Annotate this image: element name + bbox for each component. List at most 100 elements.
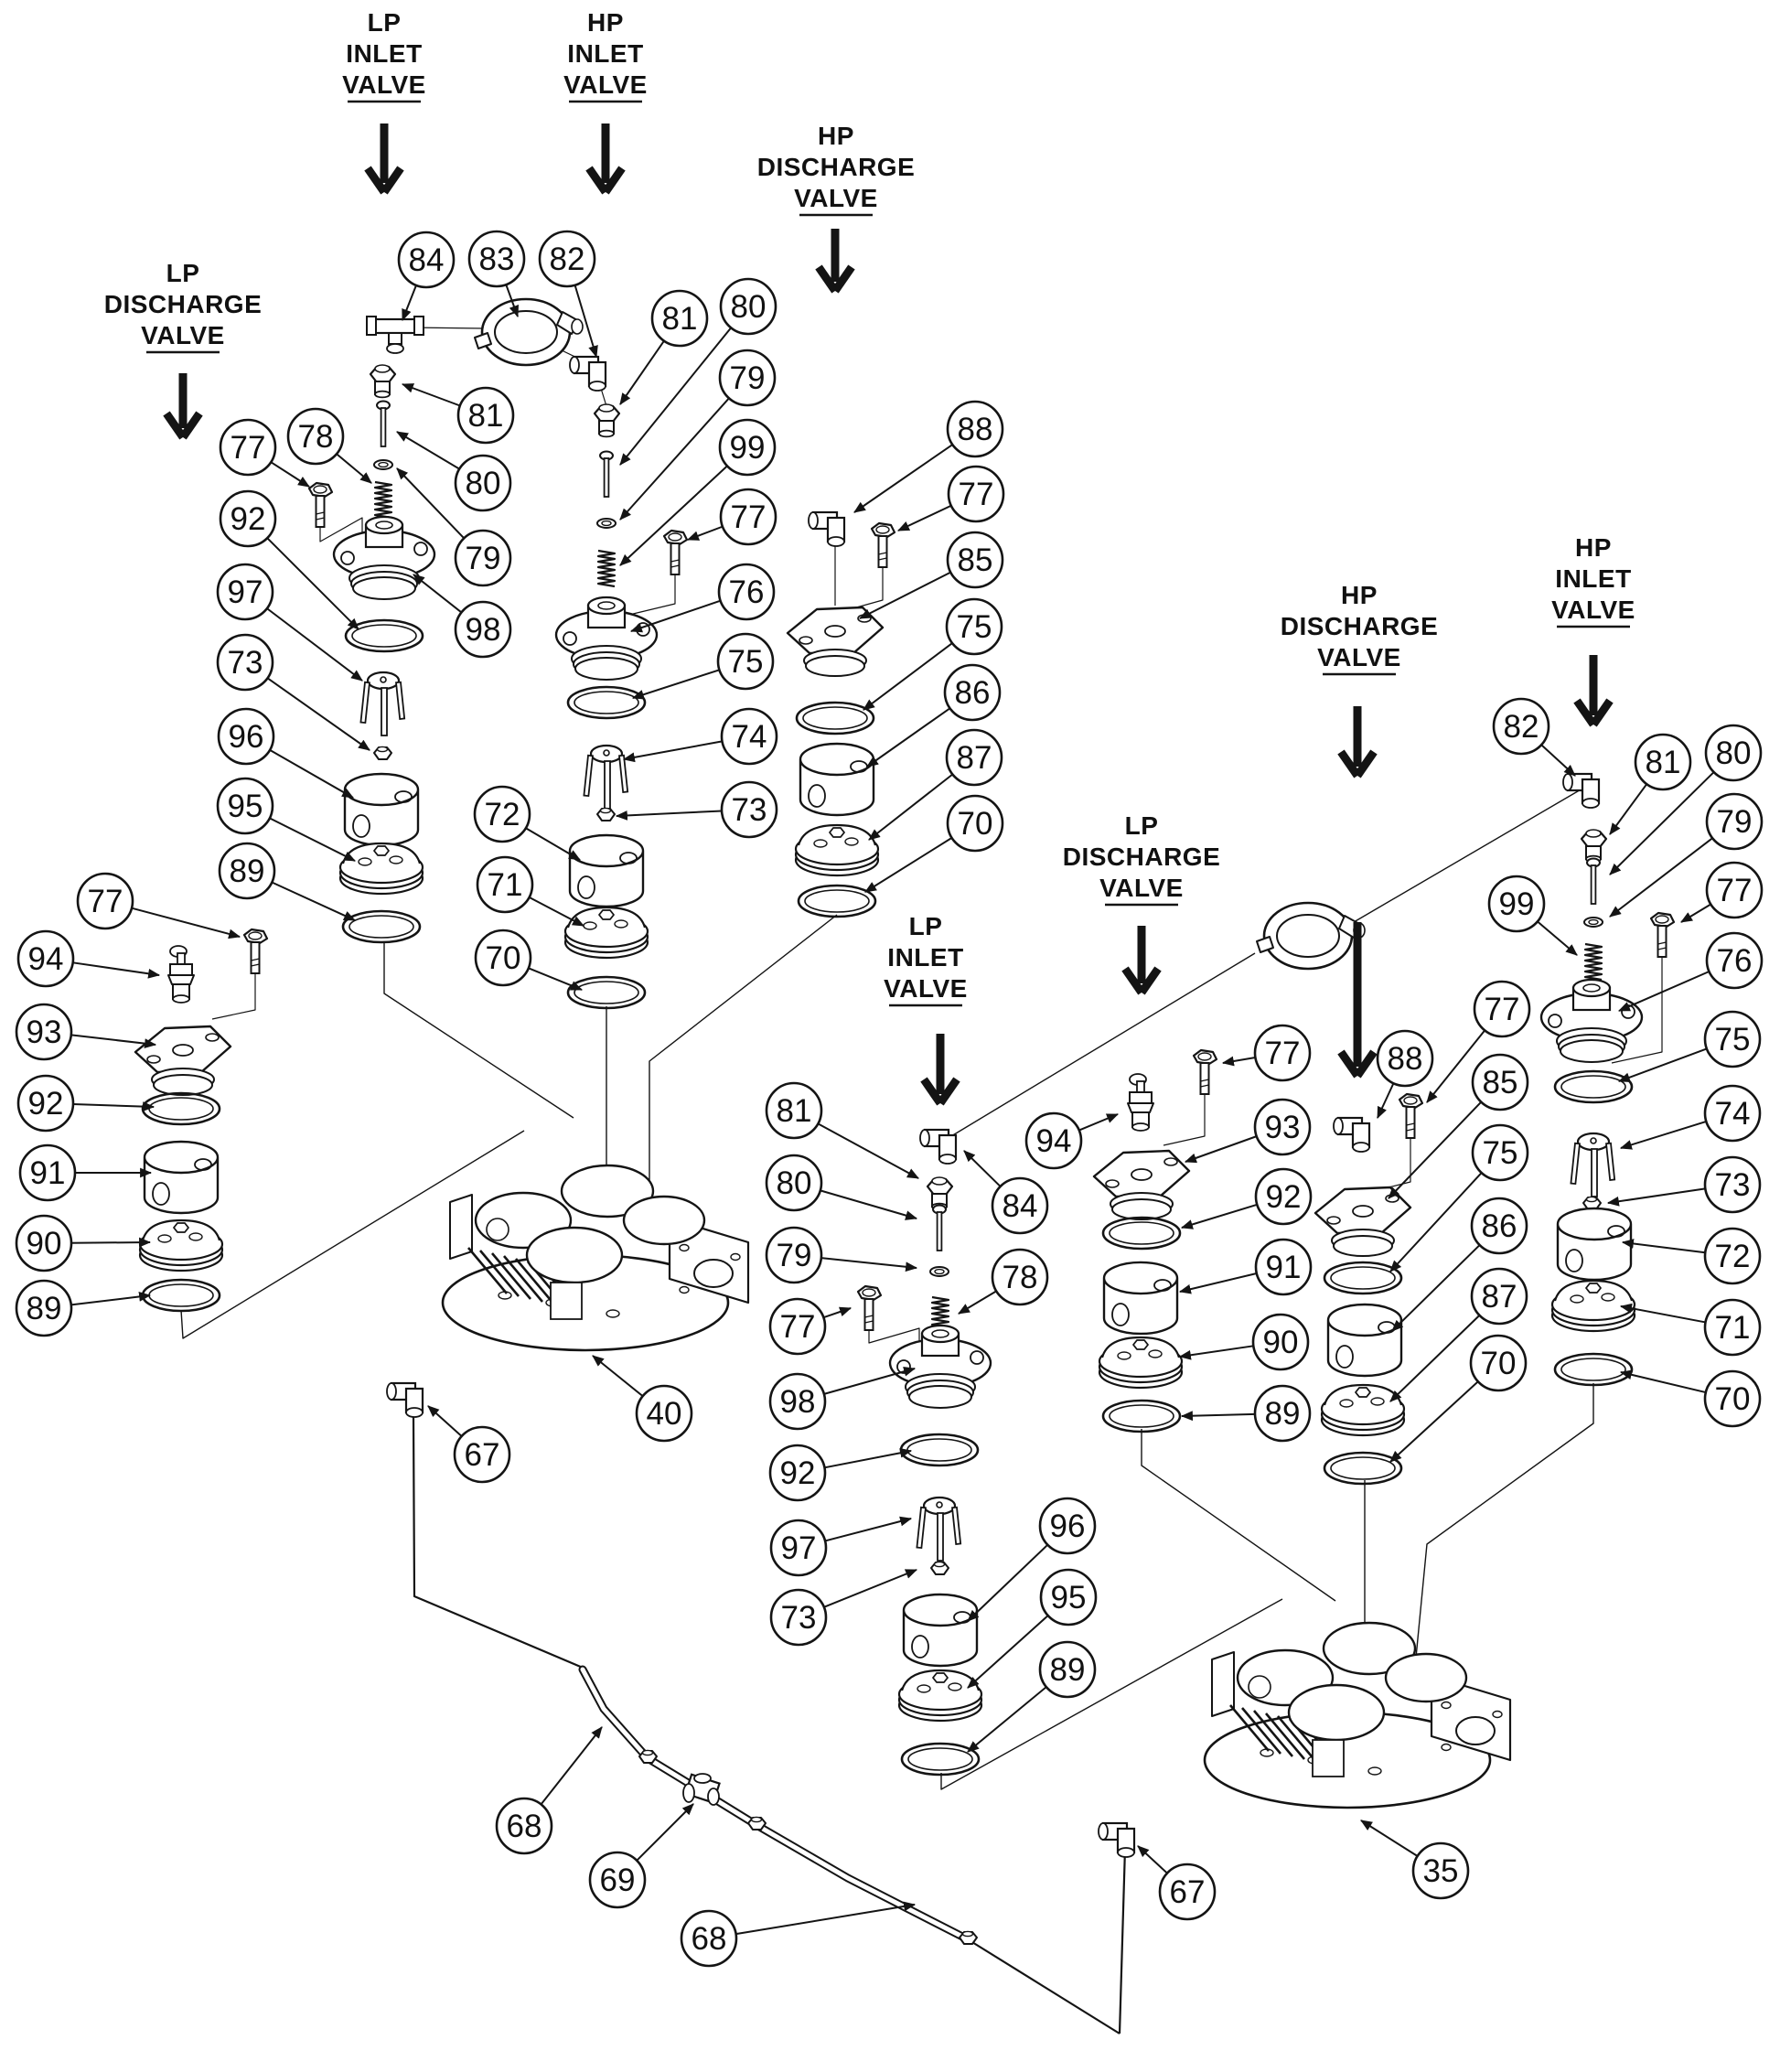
balloon-number: 69 (600, 1863, 636, 1898)
leader-arrow (1377, 1082, 1395, 1119)
callout-balloon: 85 (859, 531, 1004, 619)
ellipse-shape (498, 1291, 512, 1300)
ellipse-shape (641, 1749, 654, 1756)
balloon-circle (1024, 1111, 1083, 1170)
leader-arrow (1540, 744, 1576, 777)
callout-balloon: 92 (16, 1074, 155, 1133)
part-hoseloop (474, 297, 584, 367)
part-pin (376, 400, 391, 447)
poly-shape (932, 1672, 949, 1683)
line (251, 963, 260, 967)
line (1406, 1128, 1415, 1132)
part-pin (932, 1204, 947, 1251)
part-elbow (1562, 772, 1601, 809)
leader-arrow (266, 677, 370, 751)
poly-shape (1353, 788, 1583, 923)
leader-arrow (72, 1101, 155, 1112)
poly-shape (383, 942, 574, 1119)
balloon-circle (718, 418, 777, 477)
poly-shape (1121, 966, 1145, 995)
leader-arrow (1180, 1411, 1256, 1422)
balloon-number: 99 (730, 430, 766, 466)
ellipse-shape (205, 1033, 220, 1042)
leader-arrow (1389, 1380, 1479, 1463)
line (1657, 947, 1667, 950)
ellipse-shape (1553, 1352, 1634, 1387)
balloon-circle (991, 1248, 1049, 1306)
callout-balloon: 77 (76, 872, 241, 939)
ellipse-shape (1585, 1196, 1598, 1203)
balloon-number: 75 (728, 644, 764, 680)
poly-shape (373, 845, 390, 856)
callout-balloon: 74 (1619, 1084, 1762, 1150)
leader-arrow (1617, 1047, 1708, 1082)
balloon-circle (769, 1588, 828, 1647)
ellipse-shape (824, 625, 846, 638)
valve-flow-arrow (920, 1034, 960, 1106)
line (1406, 1122, 1415, 1126)
part-washer (373, 459, 393, 470)
ellipse-shape (586, 596, 627, 616)
leader-arrow (1178, 1345, 1254, 1360)
callout-balloon: 75 (1389, 1123, 1529, 1272)
ellipse-shape (352, 576, 416, 600)
label-line: VALVE (1099, 874, 1184, 902)
balloon-circle (1254, 1167, 1313, 1226)
leader-arrow (864, 837, 953, 893)
leader-arrow (540, 1726, 603, 1806)
callout-balloon: 81 (765, 1081, 919, 1179)
part-pin (599, 450, 614, 498)
ellipse-shape (188, 1232, 203, 1241)
balloon-number: 77 (780, 1309, 816, 1345)
balloon-number: 91 (1266, 1250, 1302, 1285)
balloon-number: 71 (488, 867, 523, 903)
part-plate (563, 906, 649, 960)
balloon-number: 77 (88, 884, 123, 919)
callout-balloon: 77 (1680, 861, 1764, 923)
balloon-circle (1253, 1384, 1312, 1443)
ellipse-shape (574, 981, 639, 1004)
balloon-circle (397, 231, 456, 289)
leader-arrow (823, 1569, 918, 1608)
ellipse-shape (1560, 1075, 1626, 1099)
balloon-circle (720, 707, 778, 766)
ellipse-shape (571, 318, 584, 335)
ellipse-shape (1117, 1847, 1135, 1858)
callout-balloon: 76 (1618, 931, 1764, 1012)
ellipse-shape (405, 1407, 424, 1418)
poly-shape (1611, 944, 1663, 1064)
ellipse-shape (525, 1226, 624, 1284)
balloon-circle (15, 1003, 73, 1061)
leader-arrow (402, 284, 417, 322)
callout-balloon: 81 (619, 289, 709, 405)
line (864, 1320, 874, 1324)
balloon-circle (765, 1226, 823, 1284)
balloon-circle (1473, 980, 1531, 1038)
balloon-circle (768, 1444, 827, 1502)
part-spring (373, 480, 393, 520)
balloon-number: 73 (228, 645, 263, 681)
balloon-circle (719, 488, 777, 546)
poly-shape (167, 974, 195, 985)
balloon-number: 89 (1050, 1652, 1086, 1688)
leader-arrow (131, 907, 241, 939)
callout-balloon: 82 (1492, 697, 1576, 777)
balloon-number: 89 (1265, 1396, 1301, 1432)
balloon-circle (716, 632, 775, 691)
balloon-circle (1487, 875, 1546, 933)
callout-balloon: 93 (1184, 1098, 1312, 1164)
parts-layer (134, 297, 1676, 1945)
valve-flow-arrow (1337, 922, 1378, 1079)
callout-balloon: 97 (769, 1516, 913, 1577)
balloon-number: 70 (1715, 1381, 1751, 1417)
balloon-number: 77 (1485, 992, 1520, 1027)
ellipse-shape (1367, 1766, 1382, 1776)
leader-arrow (967, 1686, 1047, 1753)
label-line: DISCHARGE (1281, 612, 1439, 640)
ellipse-shape (802, 706, 868, 730)
balloon-circle (1158, 1863, 1217, 1921)
balloon-number: 87 (1482, 1279, 1517, 1315)
line (1200, 1079, 1209, 1082)
poly-shape (596, 549, 617, 588)
